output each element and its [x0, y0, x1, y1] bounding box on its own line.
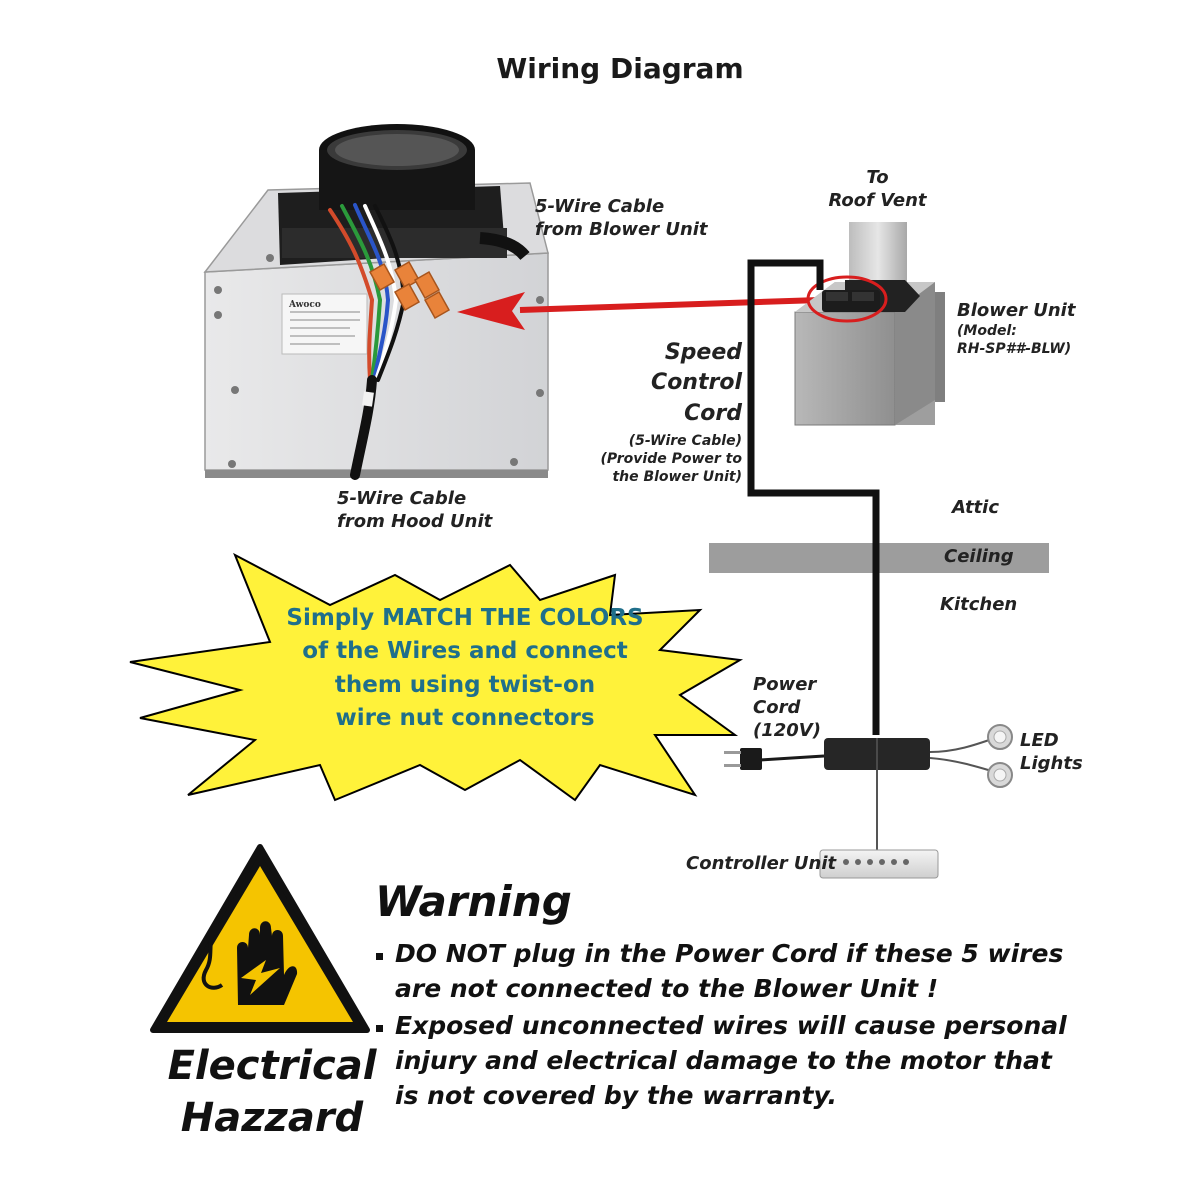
electrical-hazard-icon [150, 844, 370, 1033]
hood-cable-label-line: from Hood Unit [337, 510, 493, 532]
warning-title: Warning [375, 877, 572, 926]
blower-cable-label-line: 5-Wire Cable [535, 196, 665, 217]
speed-cord-label-line: Control [651, 370, 742, 396]
roof-vent-label-line: Roof Vent [828, 189, 927, 211]
hazard-caption: Electrical Hazzard [152, 1040, 392, 1144]
callout-burst [129, 552, 744, 802]
speed-cord-note-line: the Blower Unit) [612, 469, 742, 486]
power-cord-label-line: Power [753, 674, 817, 695]
led-lights-label: LED Lights [1020, 730, 1083, 776]
speed-cord-note-line: (5-Wire Cable) [628, 433, 742, 449]
power-cord-label: Power Cord (120V) [753, 674, 821, 743]
controller-unit-label: Controller Unit [686, 853, 837, 874]
power-cord-label-line: Cord [753, 696, 801, 718]
photo-logo: Awoco [289, 300, 321, 310]
blower-unit-label: Blower Unit (Model: RH-SP##-BLW) [957, 300, 1075, 358]
speed-cord-note-line: (Provide Power to [600, 451, 742, 468]
hazard-caption-line: Electrical [167, 1043, 377, 1089]
warning-item: Exposed unconnected wires will cause per… [375, 1008, 1075, 1113]
roof-vent-label-line: To [866, 167, 889, 188]
roof-vent-label: To Roof Vent [820, 167, 935, 213]
bullet-icon [376, 953, 383, 960]
blower-unit-label-line: RH-SP##-BLW) [957, 340, 1072, 357]
blower-unit-label-title: Blower Unit [957, 300, 1076, 321]
hood-cable-label-line: 5-Wire Cable [337, 488, 467, 509]
speed-cord-label-line: Speed [664, 340, 742, 365]
speed-cord-label: Speed Control Cord [600, 338, 742, 429]
controller-icon [819, 849, 939, 879]
ceiling-label: Ceiling [944, 546, 1014, 567]
warning-item: DO NOT plug in the Power Cord if these 5… [375, 936, 1075, 1006]
blower-unit-label-line: (Model: [957, 322, 1017, 339]
blower-unit-illustration [794, 275, 945, 426]
attic-label: Attic [952, 497, 999, 518]
blower-box-photo [203, 124, 549, 480]
hood-cable-label: 5-Wire Cable from Hood Unit [337, 488, 492, 534]
callout-text: Simply MATCH THE COLORS of the Wires and… [285, 602, 645, 735]
led-lights-label-line: LED [1020, 730, 1059, 751]
led-light-icon [929, 724, 1013, 788]
warning-item-text: DO NOT plug in the Power Cord if these 5… [395, 939, 1064, 1003]
led-lights-label-line: Lights [1020, 752, 1083, 774]
blower-cable-label-line: from Blower Unit [535, 218, 708, 240]
warning-item-text: Exposed unconnected wires will cause per… [395, 1011, 1067, 1110]
speed-cord-label-line: Cord [684, 400, 742, 426]
kitchen-label: Kitchen [940, 594, 1018, 615]
speed-cord-note: (5-Wire Cable) (Provide Power to the Blo… [590, 432, 742, 487]
page-title: Wiring Diagram [496, 52, 744, 85]
power-plug-icon [724, 748, 825, 770]
callout-line: them using twist-on [334, 671, 596, 698]
callout-line: wire nut connectors [335, 705, 595, 732]
warning-list: DO NOT plug in the Power Cord if these 5… [375, 936, 1075, 1115]
hazard-caption-line: Hazzard [180, 1095, 364, 1141]
blower-cable-label: 5-Wire Cable from Blower Unit [535, 196, 708, 242]
bullet-icon [376, 1025, 383, 1032]
callout-line: of the Wires and connect [302, 638, 628, 665]
callout-line: Simply MATCH THE COLORS [286, 605, 644, 631]
speed-control-cord [747, 259, 880, 735]
connection-arrow [457, 292, 821, 330]
power-cord-label-line: (120V) [753, 719, 821, 741]
